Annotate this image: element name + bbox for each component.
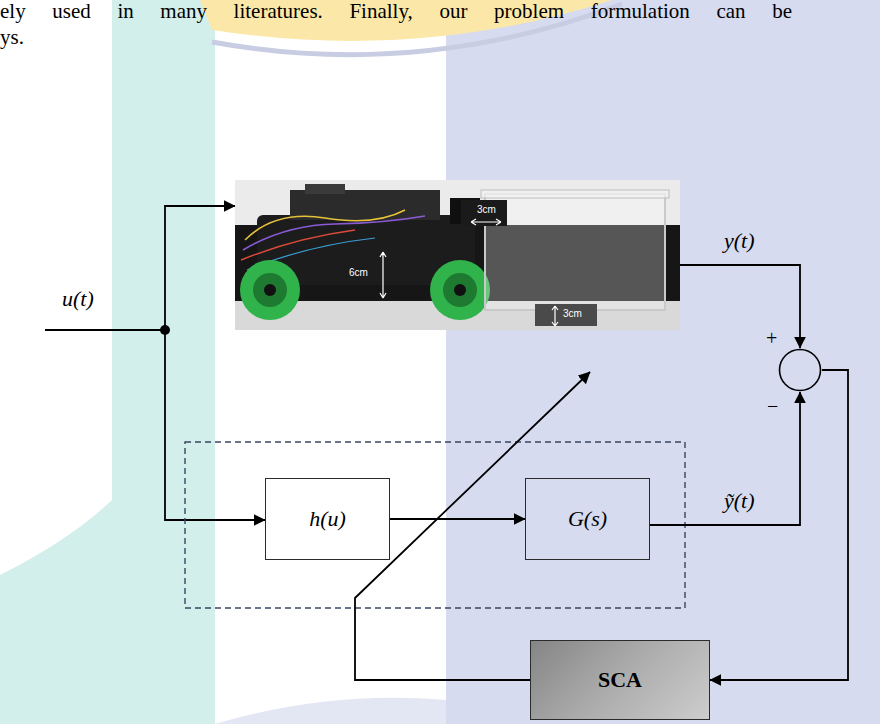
car-photo	[443, 273, 477, 307]
car-photo	[253, 273, 287, 307]
car-photo	[235, 180, 680, 330]
car-photo	[485, 194, 665, 310]
car-photo	[535, 304, 597, 326]
body-text: ely used in many literatures. Finally, o…	[0, 0, 792, 22]
dimension-label: 3cm	[563, 309, 582, 319]
sca-block: SCA	[530, 640, 710, 720]
watermark	[446, 0, 880, 724]
summing-circle	[778, 348, 822, 392]
car-photo	[461, 200, 507, 226]
signal-wires	[160, 325, 170, 335]
body-text: ys.	[0, 26, 24, 48]
signal-wires	[45, 329, 165, 331]
signal-arrow	[650, 392, 800, 525]
car-photo	[430, 260, 490, 320]
signal-wires	[165, 206, 235, 330]
sign-label: −	[767, 396, 778, 416]
watermark	[215, 698, 446, 724]
signal-name: y(t)	[724, 229, 755, 253]
car-photo	[305, 184, 345, 194]
dimension-label: 6cm	[349, 268, 368, 278]
car-photo	[481, 190, 669, 198]
block-label: SCA	[598, 668, 642, 692]
car-photo	[471, 219, 501, 225]
signal-arrow	[710, 370, 848, 680]
car-photo	[241, 230, 355, 260]
plant-photo: 3cm 6cm 3cm	[235, 180, 680, 330]
signal-name: ỹ(t)	[724, 489, 755, 513]
linear-block: G(s)	[525, 478, 650, 560]
nonlinear-block: h(u)	[265, 478, 390, 560]
signal-arrow	[390, 518, 525, 520]
car-photo	[380, 252, 386, 298]
car-photo	[454, 284, 466, 296]
car-photo	[240, 260, 300, 320]
dimension-label: 3cm	[477, 205, 496, 215]
car-photo	[264, 284, 276, 296]
car-photo	[235, 180, 680, 330]
signal-arrow	[680, 265, 800, 348]
car-photo	[552, 306, 558, 326]
signal-name: u(t)	[62, 287, 94, 311]
summing-circle	[780, 350, 821, 391]
car-photo	[290, 190, 440, 220]
block-label: G(s)	[568, 507, 607, 531]
signal-wires	[165, 330, 265, 520]
summing-junction: +−	[762, 328, 826, 420]
block-label: h(u)	[309, 507, 346, 531]
signal-wires	[185, 442, 685, 608]
watermark	[0, 0, 215, 724]
signal-wires	[355, 372, 590, 680]
sign-label: +	[766, 328, 777, 348]
